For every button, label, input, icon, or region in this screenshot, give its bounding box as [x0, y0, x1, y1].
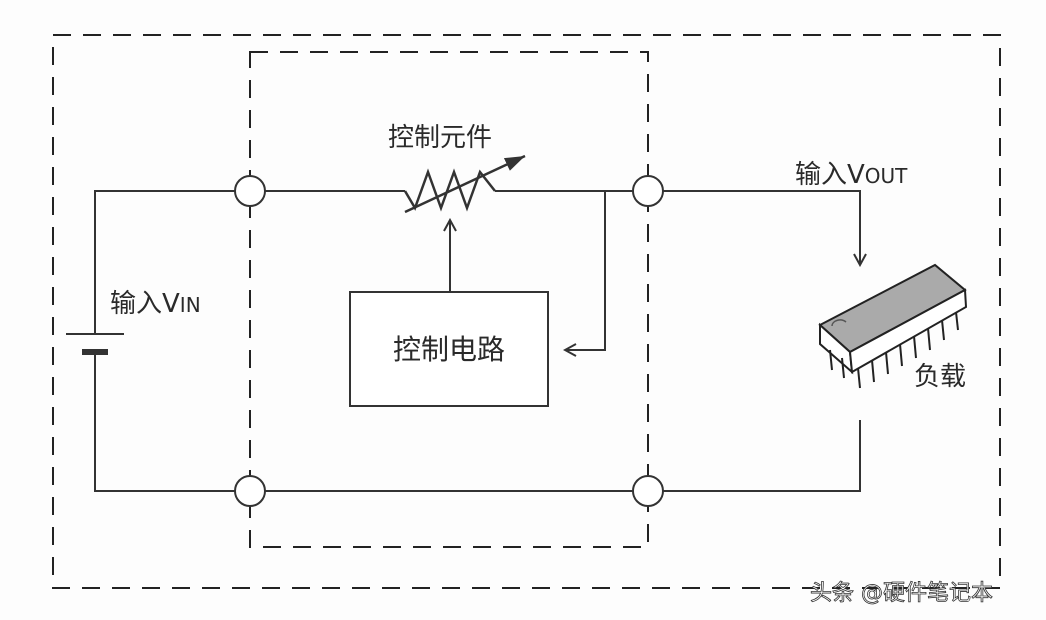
control-circuit-box: [349, 291, 549, 407]
regulator-boundary: [249, 51, 649, 548]
vout-label: 输入VOUT: [795, 160, 908, 190]
battery-icon: [66, 333, 124, 355]
wires: [94, 190, 860, 492]
vin-label: 输入VIN: [110, 289, 201, 319]
watermark: 头条 @硬件笔记本: [810, 581, 993, 606]
variable-resistor-icon: [403, 154, 526, 214]
chip-load-icon: [818, 263, 968, 389]
terminal-nodes: [234, 175, 664, 507]
control-element-label: 控制元件: [388, 123, 492, 153]
control-circuit-label: 控制电路: [393, 333, 505, 366]
load-label: 负载: [914, 362, 966, 392]
